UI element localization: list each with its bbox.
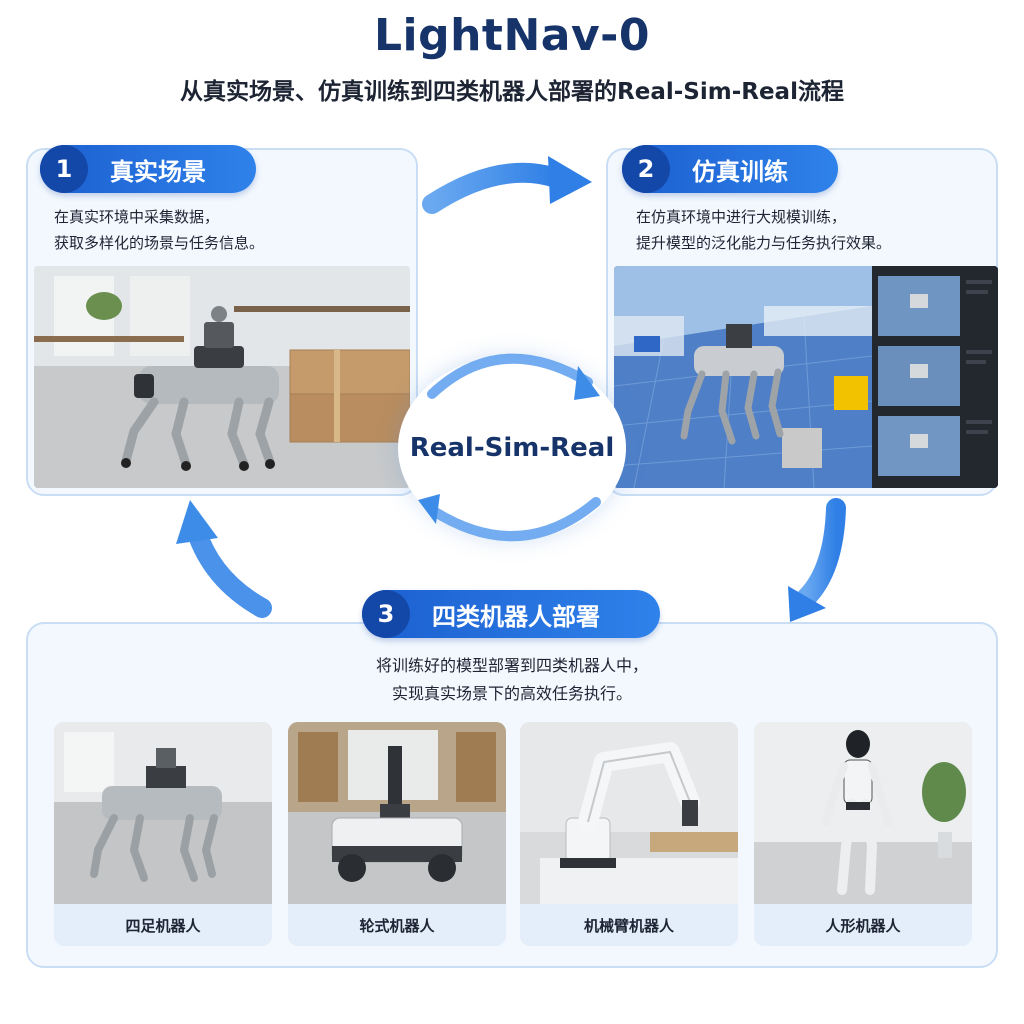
real-scene-image: [34, 266, 410, 488]
robot-label: 人形机器人: [825, 916, 901, 935]
description-line: 获取多样化的场景与任务信息。: [54, 234, 265, 252]
wheeled-robot-photo: [288, 722, 506, 904]
warehouse-scene-icon: [34, 266, 410, 488]
page-subtitle: 从真实场景、仿真训练到四类机器人部署的Real-Sim-Real流程: [180, 79, 844, 105]
step-number: 2: [622, 145, 670, 193]
step-number: 3: [362, 590, 410, 638]
step-1-badge: 1 真实场景: [40, 145, 256, 193]
humanoid-robot-icon: [754, 722, 972, 904]
arrow-sim-to-deploy-icon: [788, 498, 846, 622]
description-line: 实现真实场景下的高效任务执行。: [391, 684, 632, 703]
cycle-label: Real-Sim-Real: [409, 433, 615, 463]
robot-card-humanoid: 人形机器人: [754, 722, 972, 946]
page-title: LightNav-0: [373, 10, 651, 61]
quadruped-robot-icon: [54, 722, 272, 904]
wheeled-robot-icon: [288, 722, 506, 904]
step-2-badge: 2 仿真训练: [622, 145, 838, 193]
quadruped-robot-photo: [54, 722, 272, 904]
robot-card-quadruped: 四足机器人: [54, 722, 272, 946]
simulator-window-icon: [614, 266, 998, 488]
description-line: 在仿真环境中进行大规模训练，: [636, 208, 847, 226]
robot-label: 四足机器人: [125, 916, 201, 935]
step-label: 真实场景: [110, 157, 206, 186]
step-3-badge: 3 四类机器人部署: [362, 590, 660, 638]
simulation-scene-image: [614, 266, 998, 488]
step-1-description: 在真实环境中采集数据， 获取多样化的场景与任务信息。: [54, 204, 394, 256]
robot-card-arm: 机械臂机器人: [520, 722, 738, 946]
humanoid-robot-photo: [754, 722, 972, 904]
robot-card-wheeled: 轮式机器人: [288, 722, 506, 946]
robot-arm-photo: [520, 722, 738, 904]
robot-label: 机械臂机器人: [583, 916, 674, 935]
arrow-real-to-sim-icon: [422, 156, 592, 214]
step-label: 四类机器人部署: [432, 602, 600, 631]
arrow-deploy-to-real-icon: [176, 500, 272, 618]
description-line: 在真实环境中采集数据，: [54, 208, 220, 226]
robot-label: 轮式机器人: [359, 916, 435, 935]
step-number: 1: [40, 145, 88, 193]
step-3-description: 将训练好的模型部署到四类机器人中， 实现真实场景下的高效任务执行。: [26, 652, 998, 708]
step-label: 仿真训练: [692, 157, 788, 186]
step-2-description: 在仿真环境中进行大规模训练， 提升模型的泛化能力与任务执行效果。: [636, 204, 986, 256]
robot-arm-icon: [520, 722, 738, 904]
description-line: 将训练好的模型部署到四类机器人中，: [375, 656, 648, 675]
description-line: 提升模型的泛化能力与任务执行效果。: [636, 234, 892, 252]
